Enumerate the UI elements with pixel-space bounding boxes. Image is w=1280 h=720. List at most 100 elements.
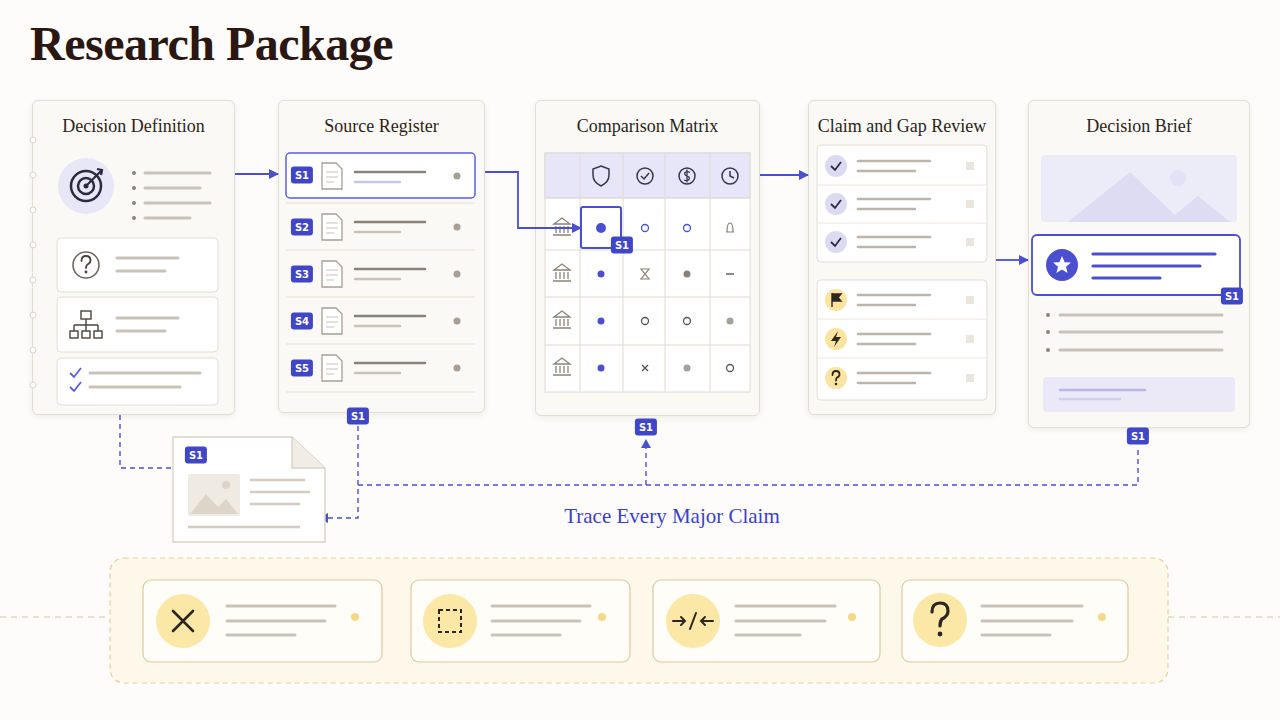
source-rows <box>286 297 475 298</box>
matrix-grid <box>553 358 571 375</box>
question-card <box>82 256 91 268</box>
source-rows <box>322 308 342 334</box>
source-document <box>173 437 325 542</box>
source-rows <box>286 203 475 204</box>
source-rows <box>454 173 461 180</box>
flow-arrow <box>235 173 278 175</box>
question-card <box>57 238 218 292</box>
source-tag: S1 <box>1127 428 1149 445</box>
claim-checks <box>817 223 987 224</box>
source-rows <box>326 172 338 182</box>
criteria-card <box>57 358 218 405</box>
gap-flags <box>817 358 987 359</box>
structure-card <box>117 317 178 320</box>
gap-card <box>848 613 856 621</box>
stage-panel: Claim and Gap Review <box>808 100 996 415</box>
structure-card <box>94 331 102 338</box>
stage-panel: Decision Brief <box>1028 100 1250 428</box>
criteria-card <box>70 368 81 391</box>
structure-card <box>82 331 90 338</box>
gap-card <box>423 594 477 648</box>
bottom-band <box>110 558 1168 683</box>
binder-holes <box>30 137 36 143</box>
brief-content <box>1046 330 1050 334</box>
brief-content <box>1060 349 1222 352</box>
gap-card <box>1098 613 1106 621</box>
gap-card <box>143 580 382 662</box>
goal-bullets <box>145 217 190 220</box>
source-rows <box>286 344 475 345</box>
gap-card <box>411 580 630 662</box>
source-document <box>188 526 300 529</box>
matrix-grid <box>637 168 653 184</box>
matrix-marks <box>727 365 734 372</box>
source-rows <box>286 250 475 251</box>
goal-bullets <box>145 187 200 190</box>
brief-content <box>1041 155 1237 222</box>
question-card <box>117 270 165 273</box>
panel-title: Claim and Gap Review <box>809 116 995 137</box>
claim-checks <box>831 200 841 208</box>
source-rows <box>454 318 461 325</box>
gap-flags <box>858 294 930 297</box>
matrix-grid <box>545 153 750 392</box>
source-rows <box>355 268 425 271</box>
trace-lines <box>645 440 646 485</box>
bottom-band <box>0 558 1280 683</box>
brief-content <box>1032 235 1240 295</box>
matrix-grid <box>641 173 649 179</box>
target-icon <box>86 169 102 186</box>
matrix-marks <box>596 223 606 233</box>
source-document <box>250 503 300 506</box>
brief-content <box>1068 172 1230 222</box>
matrix-marks <box>598 318 605 325</box>
claim-checks <box>817 185 987 186</box>
source-document <box>292 437 325 468</box>
gap-card <box>492 634 560 637</box>
matrix-marks <box>684 365 691 372</box>
goal-bullets <box>145 202 210 205</box>
structure-card <box>74 319 98 331</box>
gap-card <box>982 634 1050 637</box>
binder-holes <box>30 207 36 213</box>
gap-flags <box>858 333 930 336</box>
claim-checks <box>966 200 974 208</box>
claim-checks <box>831 162 841 170</box>
matrix-grid <box>679 168 695 184</box>
matrix-grid <box>684 170 690 183</box>
gap-card <box>227 620 325 623</box>
source-rows <box>326 364 338 374</box>
gap-card <box>143 580 382 662</box>
brief-content <box>1093 276 1160 279</box>
source-document <box>222 481 230 489</box>
source-rows <box>355 362 425 365</box>
flow-arrow <box>996 259 1028 261</box>
source-rows <box>326 270 338 280</box>
question-card <box>117 257 178 260</box>
matrix-marks <box>684 225 691 232</box>
source-document <box>250 491 310 494</box>
source-rows <box>322 261 342 287</box>
brief-content <box>1046 348 1050 352</box>
claim-checks <box>858 236 930 239</box>
gap-card <box>156 594 210 648</box>
binder-holes <box>30 172 36 178</box>
gap-card <box>653 580 880 662</box>
source-rows <box>355 231 400 234</box>
gap-card <box>902 580 1128 662</box>
structure-card <box>57 297 218 352</box>
matrix-grid <box>545 153 750 198</box>
question-card <box>85 271 88 274</box>
matrix-marks <box>641 269 649 279</box>
gap-flags <box>831 331 841 347</box>
matrix-marks <box>598 365 605 372</box>
gap-card <box>932 603 948 626</box>
criteria-card <box>90 386 180 389</box>
claim-checks <box>825 231 847 253</box>
gap-card <box>351 613 359 621</box>
gap-card <box>982 605 1082 608</box>
source-rows <box>286 153 475 198</box>
matrix-marks <box>598 271 605 278</box>
matrix-marks <box>642 318 649 325</box>
